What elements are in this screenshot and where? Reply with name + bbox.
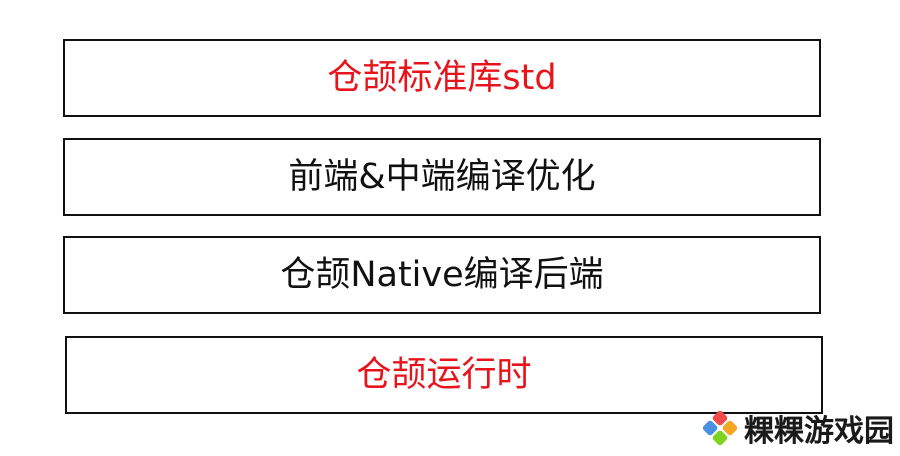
layer-box-frontend-midend: 前端&中端编译优化 [63, 138, 821, 216]
logo-piece-4 [702, 420, 718, 436]
layer-box-runtime: 仓颉运行时 [65, 336, 823, 414]
layer-box-native-backend: 仓颉Native编译后端 [63, 236, 821, 314]
puzzle-logo-icon [702, 410, 738, 446]
layer-label-native-backend: 仓颉Native编译后端 [280, 254, 604, 295]
layer-box-std-library: 仓颉标准库std [63, 39, 821, 117]
layer-label-runtime: 仓颉运行时 [356, 354, 532, 395]
watermark: 粿粿游戏园 [700, 404, 896, 452]
logo-piece-1 [712, 410, 728, 426]
watermark-text: 粿粿游戏园 [744, 414, 894, 449]
logo-piece-2 [722, 420, 738, 436]
logo-piece-3 [712, 430, 728, 446]
layer-label-frontend-midend: 前端&中端编译优化 [288, 156, 596, 197]
layer-label-std-library: 仓颉标准库std [327, 57, 557, 98]
